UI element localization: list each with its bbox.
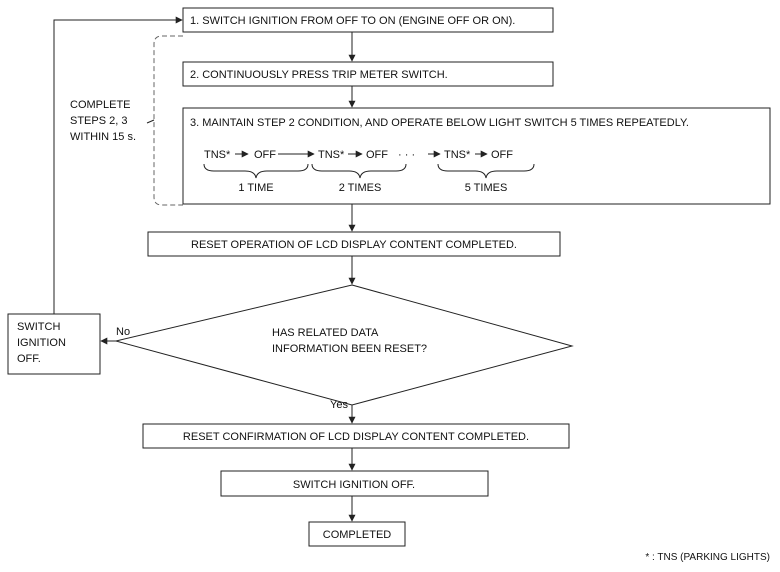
group-label-3: 5 TIMES: [465, 182, 508, 194]
seq-tns-2: TNS*: [318, 149, 345, 161]
brace-2-icon: [311, 163, 407, 179]
step-1-box: [182, 7, 554, 33]
seq-tns-1: TNS*: [204, 149, 231, 161]
bracket-tick: [146, 119, 155, 124]
brace-1-icon: [203, 163, 309, 179]
note-line-1: COMPLETE: [70, 99, 131, 111]
no-label: No: [116, 326, 130, 338]
seq-off-3: OFF: [491, 149, 513, 161]
side-box-line-1: SWITCH: [17, 321, 60, 333]
note-line-2: STEPS 2, 3: [70, 115, 127, 127]
step-1-text: 1. SWITCH IGNITION FROM OFF TO ON (ENGIN…: [190, 15, 515, 27]
step-3-box: [182, 107, 771, 205]
seq-dots: · · ·: [398, 149, 415, 161]
reset-confirmation-box: [142, 423, 570, 449]
step-2-text: 2. CONTINUOUSLY PRESS TRIP METER SWITCH.: [190, 69, 448, 81]
side-box-line-2: IGNITION: [17, 337, 66, 349]
group-label-2: 2 TIMES: [339, 182, 382, 194]
step-2-box: [182, 61, 554, 87]
yes-label: Yes: [330, 399, 348, 411]
reset-confirmation-text: RESET CONFIRMATION OF LCD DISPLAY CONTEN…: [183, 431, 529, 443]
completed-text: COMPLETED: [323, 529, 392, 541]
completed-box: [308, 521, 406, 547]
timing-bracket: [153, 35, 183, 206]
switch-off-text: SWITCH IGNITION OFF.: [293, 479, 415, 491]
reset-operation-text: RESET OPERATION OF LCD DISPLAY CONTENT C…: [191, 239, 517, 251]
seq-off-1: OFF: [254, 149, 276, 161]
decision-line-2: INFORMATION BEEN RESET?: [272, 343, 427, 355]
seq-off-2: OFF: [366, 149, 388, 161]
footnote: * : TNS (PARKING LIGHTS): [645, 552, 770, 563]
note-line-3: WITHIN 15 s.: [70, 131, 136, 143]
group-label-1: 1 TIME: [238, 182, 273, 194]
loop-back-connector: [53, 16, 183, 314]
light-switch-sequence: TNS* OFF TNS* OFF · · · TNS* OFF 1 TIME …: [203, 149, 535, 194]
step-3-text: 3. MAINTAIN STEP 2 CONDITION, AND OPERAT…: [190, 117, 689, 129]
decision-line-1: HAS RELATED DATA: [272, 327, 379, 339]
brace-3-icon: [437, 163, 535, 179]
reset-operation-box: [147, 231, 561, 257]
side-box-line-3: OFF.: [17, 353, 41, 365]
seq-tns-3: TNS*: [444, 149, 471, 161]
switch-off-box: [220, 470, 489, 497]
switch-ignition-off-box: [7, 313, 101, 375]
